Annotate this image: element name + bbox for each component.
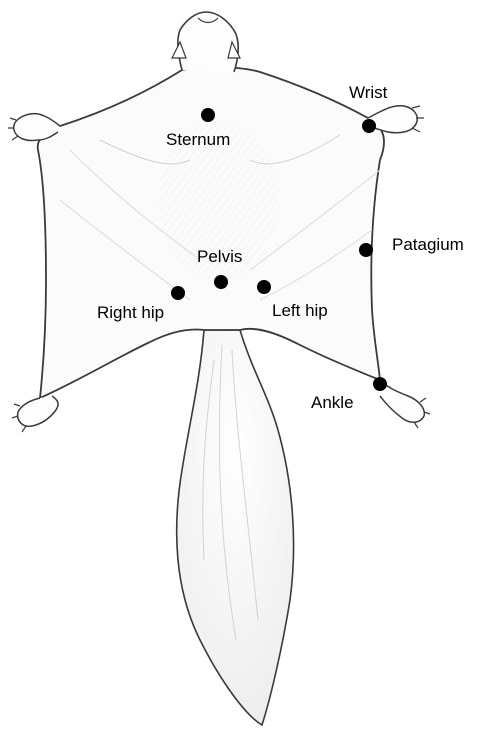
left-hip-marker (257, 280, 271, 294)
sternum-marker (201, 108, 215, 122)
ankle-marker (373, 377, 387, 391)
wrist-label: Wrist (349, 84, 387, 101)
sternum-label: Sternum (166, 131, 230, 148)
left-hip-label: Left hip (272, 302, 328, 319)
patagium-marker (359, 243, 373, 257)
pelvis-marker (214, 275, 228, 289)
right-hindpaw (18, 396, 58, 426)
ankle-label: Ankle (311, 394, 354, 411)
right-hip-label: Right hip (97, 304, 164, 321)
patagium-label: Patagium (392, 236, 464, 253)
right-hip-marker (171, 286, 185, 300)
left-hindpaw (380, 380, 424, 422)
wrist-marker (362, 119, 376, 133)
head-outline (178, 12, 238, 72)
pelvis-label: Pelvis (197, 248, 242, 265)
